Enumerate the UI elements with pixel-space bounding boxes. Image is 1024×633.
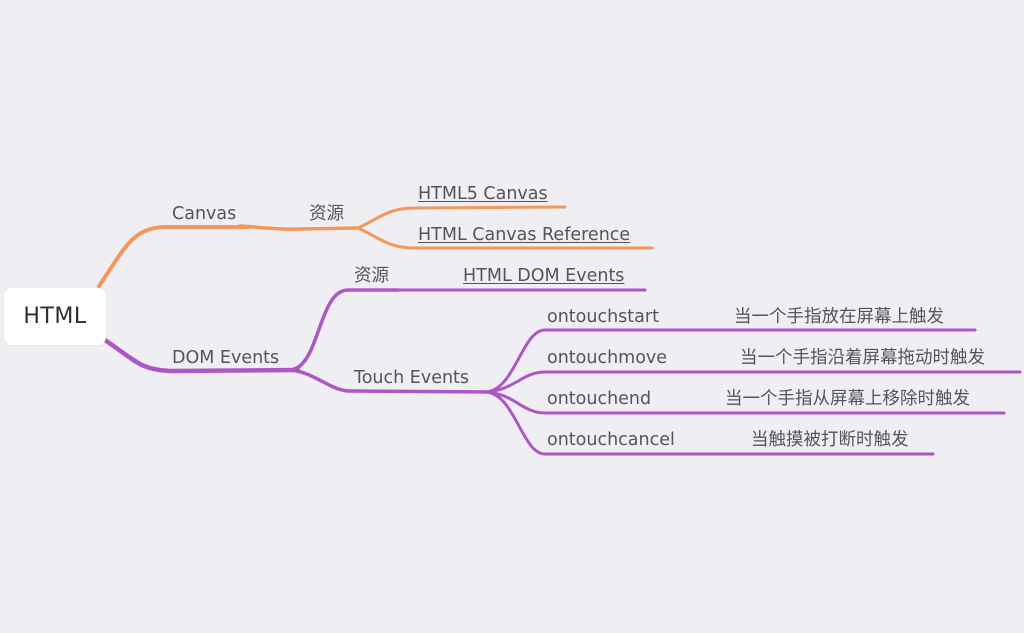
connector-root-to-dom-events bbox=[99, 335, 301, 374]
ontouchstart-description: 当一个手指放在屏幕上触发 bbox=[734, 307, 944, 327]
connector-touch-to-ontouchmove bbox=[484, 370, 1022, 394]
connector-dom-to-resources bbox=[288, 288, 400, 372]
canvas-resources-node[interactable]: 资源 bbox=[309, 204, 344, 224]
ontouchmove-description: 当一个手指沿着屏幕拖动时触发 bbox=[740, 348, 985, 368]
ontouchstart-node[interactable]: ontouchstart bbox=[547, 307, 659, 327]
canvas-node[interactable]: Canvas bbox=[172, 204, 237, 224]
connector-touch-to-ontouchcancel bbox=[484, 390, 935, 456]
touch-events-node[interactable]: Touch Events bbox=[354, 368, 470, 388]
connector-resources-to-html5-canvas bbox=[356, 205, 567, 230]
dom-events-node[interactable]: DOM Events bbox=[172, 348, 280, 368]
ontouchcancel-description: 当触摸被打断时触发 bbox=[751, 430, 909, 450]
dom-resources-node[interactable]: 资源 bbox=[354, 266, 389, 286]
connector-touch-to-ontouchstart bbox=[484, 328, 977, 394]
ontouchend-node[interactable]: ontouchend bbox=[547, 389, 652, 409]
ontouchmove-node[interactable]: ontouchmove bbox=[547, 348, 668, 368]
connector-root-to-canvas bbox=[97, 225, 250, 288]
connector-canvas-to-resources bbox=[238, 224, 360, 231]
connector-resources-to-canvas-reference bbox=[356, 226, 654, 250]
html-canvas-reference-link[interactable]: HTML Canvas Reference bbox=[418, 225, 631, 245]
root-label: HTML bbox=[23, 304, 87, 329]
connector-dom-to-touch-events bbox=[288, 368, 497, 394]
html-dom-events-link[interactable]: HTML DOM Events bbox=[463, 266, 625, 286]
html5-canvas-link[interactable]: HTML5 Canvas bbox=[418, 184, 548, 204]
ontouchcancel-node[interactable]: ontouchcancel bbox=[547, 430, 675, 450]
root-node[interactable]: HTML bbox=[4, 288, 106, 345]
ontouchend-description: 当一个手指从屏幕上移除时触发 bbox=[725, 389, 970, 409]
